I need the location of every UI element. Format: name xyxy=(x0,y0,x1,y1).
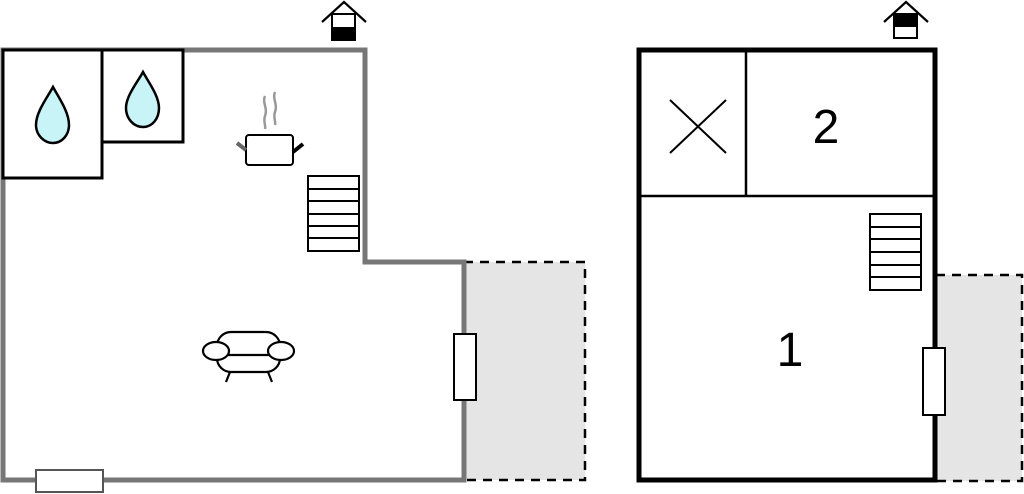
upper-balcony xyxy=(934,273,1024,483)
ground-floor-plan xyxy=(0,0,587,493)
ground-terrace xyxy=(462,260,587,482)
water-drop-icon xyxy=(124,69,161,129)
stairs-icon xyxy=(869,213,922,291)
ground-door-east xyxy=(453,333,477,401)
water-drop-icon xyxy=(34,84,71,145)
sofa-icon xyxy=(201,330,296,383)
upper-floor-plan: 2 1 xyxy=(636,0,1024,483)
room-number-2: 2 xyxy=(813,101,840,154)
house-entrance-ground-icon xyxy=(321,0,367,41)
stairs-icon xyxy=(307,175,360,252)
cooking-pot-icon xyxy=(235,91,305,166)
cross-icon xyxy=(669,99,727,154)
upper-outer-wall xyxy=(636,47,938,483)
house-entrance-upper-icon xyxy=(883,0,929,39)
ground-door-south xyxy=(35,469,104,493)
ground-outer-wall xyxy=(0,47,467,483)
room-number-1: 1 xyxy=(777,324,804,377)
upper-door-east xyxy=(922,347,946,416)
